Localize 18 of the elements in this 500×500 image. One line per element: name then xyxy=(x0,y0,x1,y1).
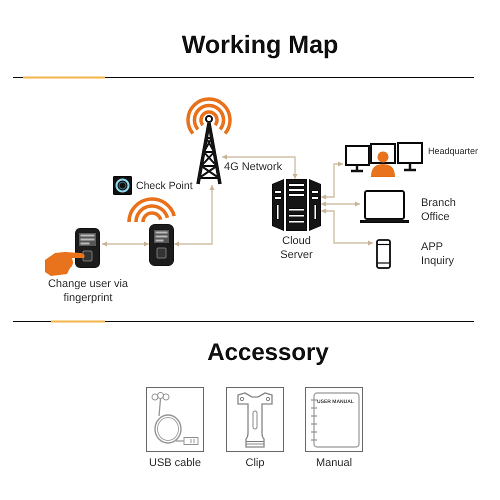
caption-text: Cloud Server xyxy=(279,234,314,263)
section-heading: Accessory xyxy=(207,338,329,368)
node-label: USB cable xyxy=(148,456,202,470)
caption-text: 4G Network xyxy=(224,160,284,174)
node-label: Clip xyxy=(244,456,266,470)
label-text: Check Point xyxy=(136,180,193,194)
connector-line xyxy=(321,202,360,206)
title-heading: Working Map xyxy=(182,30,338,60)
node-label: Manual xyxy=(314,456,354,470)
node-label: APP Inquiry xyxy=(421,240,456,269)
connector-line xyxy=(102,242,149,246)
caption-text: Change user via fingerprint xyxy=(46,277,130,306)
node-label: Branch Office xyxy=(421,196,457,225)
connector-line xyxy=(321,208,373,246)
connector-line xyxy=(222,154,298,179)
connector-line xyxy=(174,185,214,246)
connector-line xyxy=(321,162,343,200)
node-label: Headquarter xyxy=(428,146,480,158)
